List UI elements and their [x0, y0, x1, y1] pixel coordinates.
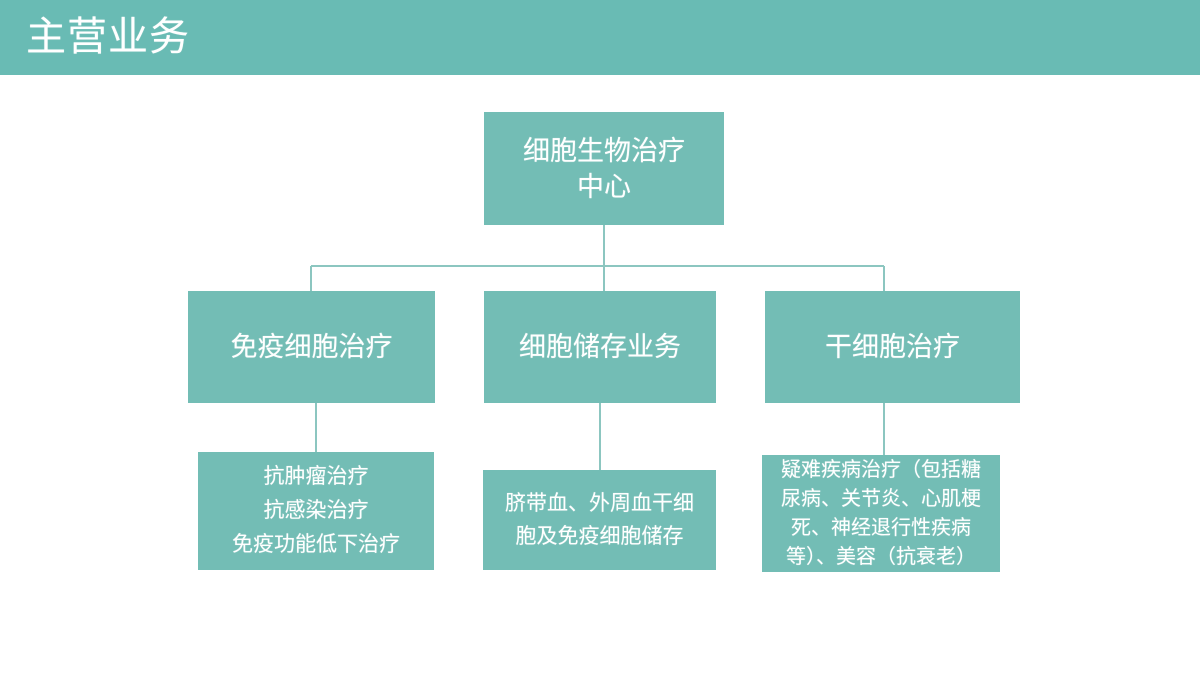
node-stem-cell-therapy-label: 干细胞治疗: [825, 332, 960, 362]
leaf-immune-cell-therapy-detail-label: 抗肿瘤治疗 抗感染治疗 免疫功能低下治疗: [232, 465, 400, 556]
leaf-stem-cell-therapy-detail-label: 疑难疾病治疗（包括糖 尿病、关节炎、心肌梗 死、神经退行性疾病 等）、美容（抗衰…: [781, 458, 981, 568]
node-immune-cell-therapy-label: 免疫细胞治疗: [230, 332, 393, 362]
node-cell-storage-business[interactable]: 细胞储存业务: [484, 291, 716, 403]
leaf-cell-storage-business-detail-label: 脐带血、外周血干细 胞及免疫细胞储存: [505, 492, 694, 548]
node-root[interactable]: 细胞生物治疗 中心: [484, 112, 724, 225]
page-title: 主营业务: [26, 15, 190, 59]
node-root-label: 细胞生物治疗 中心: [523, 135, 685, 202]
node-cell-storage-business-label: 细胞储存业务: [519, 332, 681, 362]
header-band: 主营业务: [0, 0, 1200, 75]
leaf-stem-cell-therapy-detail[interactable]: 疑难疾病治疗（包括糖 尿病、关节炎、心肌梗 死、神经退行性疾病 等）、美容（抗衰…: [762, 455, 1000, 572]
node-stem-cell-therapy[interactable]: 干细胞治疗: [765, 291, 1020, 403]
leaf-immune-cell-therapy-detail[interactable]: 抗肿瘤治疗 抗感染治疗 免疫功能低下治疗: [198, 452, 434, 570]
leaf-cell-storage-business-detail[interactable]: 脐带血、外周血干细 胞及免疫细胞储存: [483, 470, 716, 570]
node-immune-cell-therapy[interactable]: 免疫细胞治疗: [188, 291, 435, 403]
